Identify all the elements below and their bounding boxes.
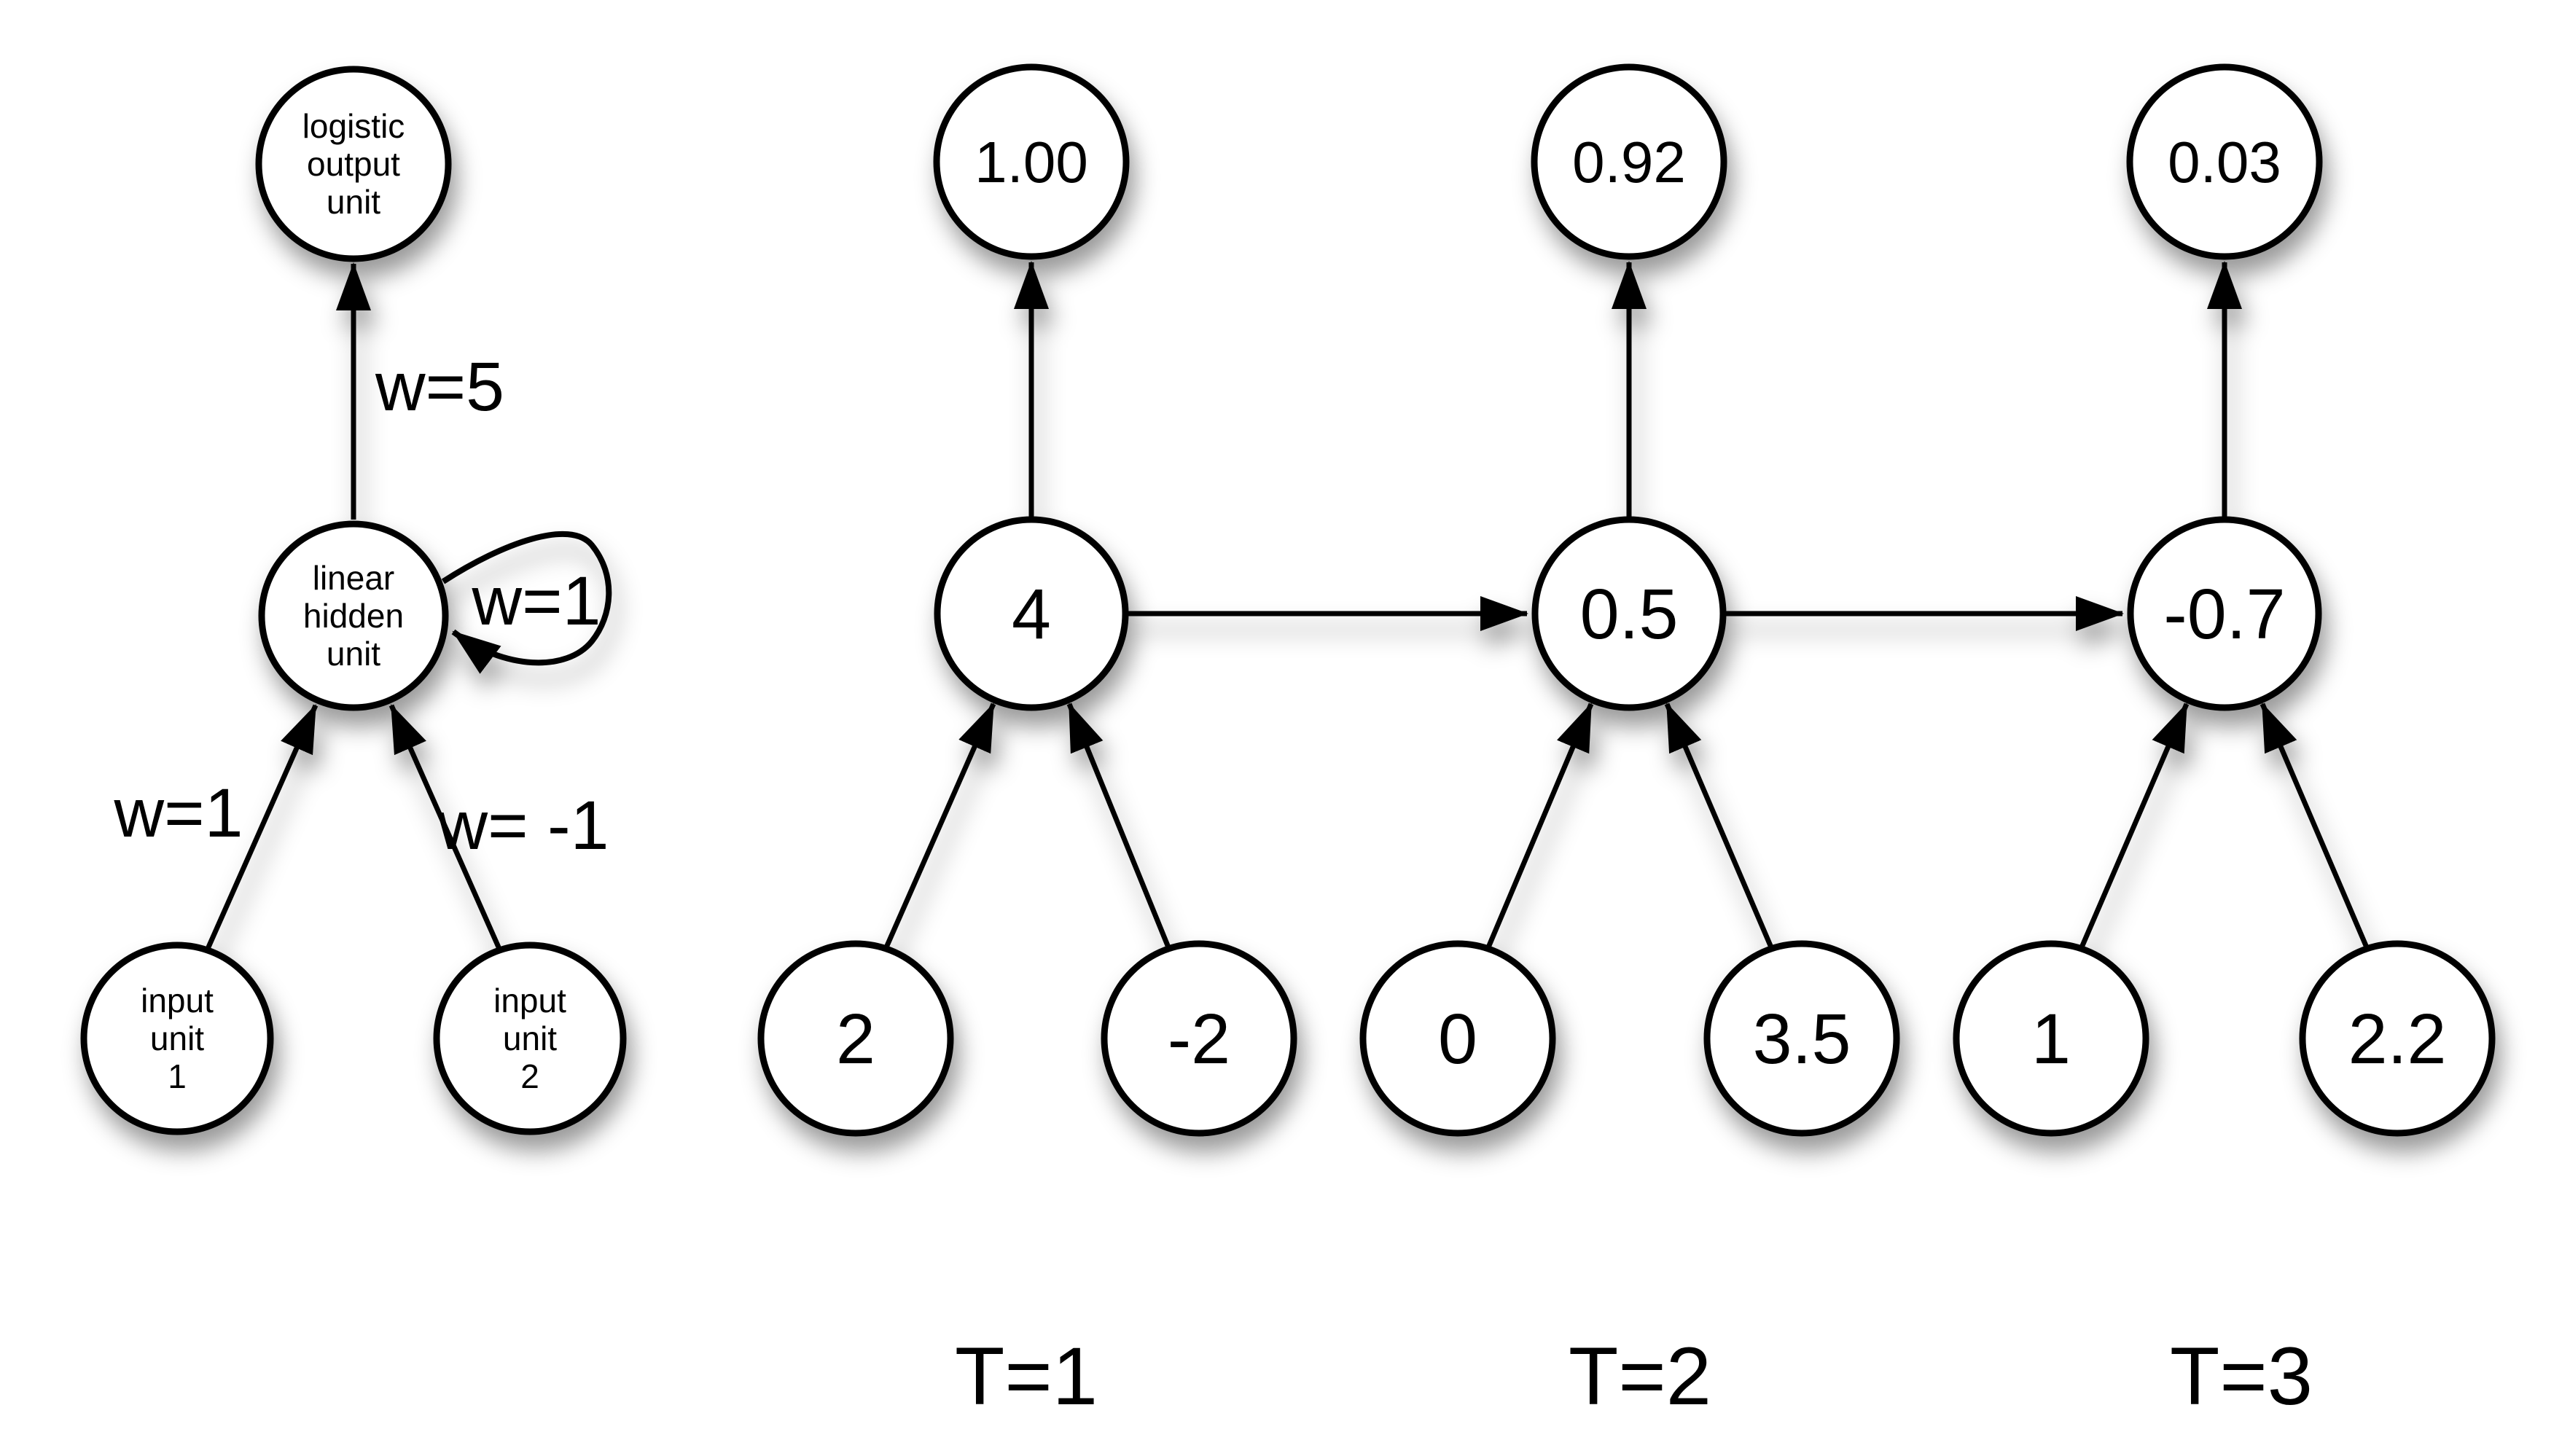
input-left-value-t1: 2 [836, 999, 875, 1079]
node-linear-hidden-unit [258, 520, 449, 711]
hidden-node-label-line1: linear [313, 559, 395, 597]
input-right-value-t2: 3.5 [1753, 999, 1851, 1079]
hidden-node-label-line3: unit [327, 635, 380, 673]
input-left-value-t3: 1 [2031, 999, 2071, 1079]
timestep-3-group [1953, 63, 2496, 1137]
hidden-value-t3: -0.7 [2163, 574, 2285, 654]
input-right-value-t3: 2.2 [2348, 999, 2447, 1079]
edge-input1-to-hidden [205, 704, 319, 950]
input-left-value-t2: 0 [1438, 999, 1477, 1079]
node-hidden-t3 [2127, 516, 2322, 711]
edge-input-left-t3 [2079, 702, 2190, 949]
input2-node-label-line1: input [493, 982, 566, 1019]
weight-label-hidden-to-output: w=5 [375, 348, 504, 426]
weight-label-input2-to-hidden: w= -1 [437, 787, 609, 864]
output-value-t1: 1.00 [975, 130, 1088, 195]
timestep-label-t3: T=3 [2170, 1331, 2313, 1422]
text-layer: logistic output unit linear hidden unit … [114, 107, 2447, 1422]
input-right-value-t1: -2 [1168, 999, 1230, 1079]
hidden-value-t1: 4 [1012, 574, 1051, 654]
node-hidden-t1 [934, 516, 1129, 711]
edge-input2-to-hidden [388, 704, 502, 950]
node-input-right-t1 [1101, 940, 1297, 1137]
node-input-left-t2 [1359, 940, 1556, 1137]
edge-input-right-t3 [2260, 702, 2370, 949]
input1-node-label-line2: unit [150, 1019, 204, 1057]
edge-self-loop [441, 531, 612, 674]
node-input-right-t3 [2299, 940, 2496, 1137]
timestep-2-group [1359, 63, 2124, 1137]
edge-input-left-t2 [1485, 702, 1594, 949]
input2-node-label-line3: 2 [520, 1057, 539, 1095]
timestep-1-group [757, 63, 1528, 1137]
output-node-label-line1: logistic [302, 107, 405, 145]
timestep-label-t1: T=1 [955, 1331, 1098, 1422]
output-node-label-line3: unit [327, 183, 380, 221]
weight-label-self-loop: w=1 [472, 563, 601, 640]
node-input-left-t1 [757, 940, 954, 1137]
timestep-label-t2: T=2 [1569, 1331, 1711, 1422]
node-input-unit-2 [433, 942, 627, 1135]
weight-label-input1-to-hidden: w=1 [114, 775, 243, 852]
node-hidden-t2 [1531, 516, 1727, 711]
hidden-value-t2: 0.5 [1580, 574, 1679, 654]
node-logistic-output-unit [255, 66, 452, 262]
node-input-right-t2 [1703, 940, 1900, 1137]
node-input-left-t3 [1953, 940, 2149, 1137]
hidden-node-label-line2: hidden [303, 597, 404, 635]
output-value-t3: 0.03 [2168, 130, 2281, 195]
output-value-t2: 0.92 [1572, 130, 1686, 195]
input1-node-label-line1: input [141, 982, 214, 1019]
edge-input-right-t2 [1664, 702, 1774, 949]
node-input-unit-1 [80, 942, 274, 1135]
node-output-t1 [933, 63, 1130, 260]
left-network-group [80, 66, 627, 1135]
edge-input-left-t1 [883, 702, 996, 949]
input2-node-label-line2: unit [503, 1019, 557, 1057]
node-output-t3 [2126, 63, 2323, 260]
input1-node-label-line3: 1 [168, 1057, 187, 1095]
edge-input-right-t1 [1066, 702, 1171, 949]
node-output-t2 [1531, 63, 1727, 260]
output-node-label-line2: output [307, 145, 400, 183]
